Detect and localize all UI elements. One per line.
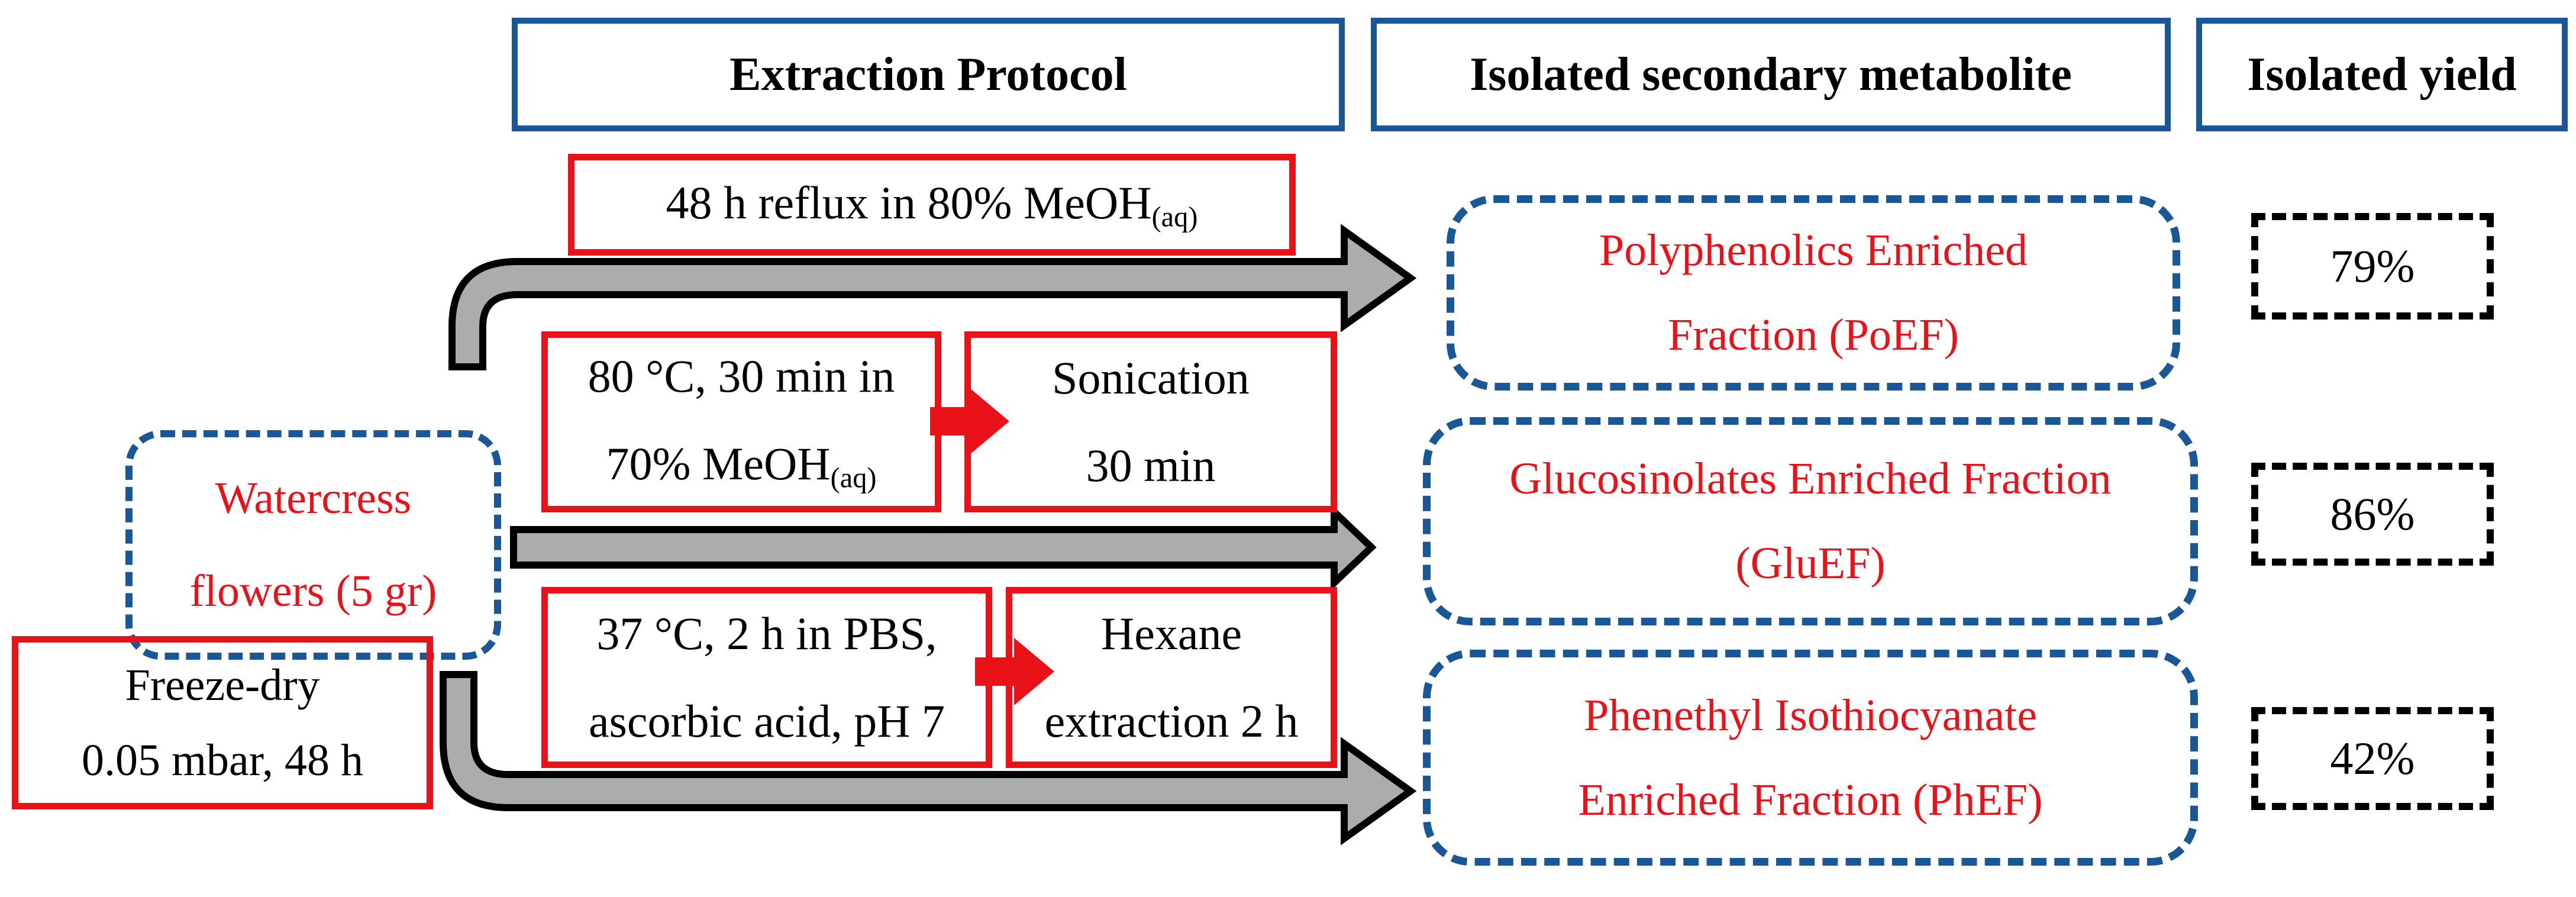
yield-phef-box: 42% bbox=[2251, 707, 2494, 810]
fraction-phef-box: Phenethyl Isothiocyanate Enriched Fracti… bbox=[1423, 650, 2198, 866]
fraction-phef-line2: Enriched Fraction (PhEF) bbox=[1578, 775, 2043, 825]
step-pbs-line2: ascorbic acid, pH 7 bbox=[588, 695, 945, 747]
flow-arrow-middle bbox=[510, 504, 1377, 591]
step-meoh-heat-line1: 80 °C, 30 min in bbox=[587, 350, 895, 402]
watercress-line2: flowers (5 gr) bbox=[189, 566, 437, 616]
step-hexane-box: Hexane extraction 2 h bbox=[1006, 587, 1337, 768]
fraction-gluef-line1: Glucosinolates Enriched Fraction bbox=[1509, 454, 2112, 504]
step-reflux-text: 48 h reflux in 80% MeOH(aq) bbox=[666, 176, 1198, 234]
fraction-poef-line2: Fraction (PoEF) bbox=[1668, 310, 1959, 360]
yield-gluef-box: 86% bbox=[2251, 463, 2494, 566]
yield-poef-value: 79% bbox=[2330, 240, 2415, 292]
fraction-poef-line1: Polyphenolics Enriched bbox=[1599, 225, 2028, 275]
header-isolated-metabolite: Isolated secondary metabolite bbox=[1371, 18, 2171, 131]
yield-gluef-value: 86% bbox=[2330, 488, 2415, 540]
step-pbs-box: 37 °C, 2 h in PBS, ascorbic acid, pH 7 bbox=[541, 587, 992, 768]
step-meoh-heat-line2: 70% MeOH(aq) bbox=[606, 437, 877, 495]
header-isolated-metabolite-label: Isolated secondary metabolite bbox=[1470, 48, 2072, 101]
header-extraction-protocol: Extraction Protocol bbox=[512, 18, 1345, 131]
step-sonication-box: Sonication 30 min bbox=[964, 331, 1337, 512]
fraction-gluef-line2: (GluEF) bbox=[1735, 538, 1886, 588]
yield-phef-value: 42% bbox=[2330, 733, 2415, 784]
step-hexane-line1: Hexane bbox=[1100, 608, 1242, 659]
step-sonication-line1: Sonication bbox=[1052, 352, 1250, 404]
step-reflux-subscript: (aq) bbox=[1151, 201, 1198, 233]
flow-arrow-bottom bbox=[440, 671, 1417, 846]
step-meoh-heat-box: 80 °C, 30 min in 70% MeOH(aq) bbox=[541, 331, 941, 512]
freeze-dry-line2: 0.05 mbar, 48 h bbox=[81, 735, 364, 785]
step-hexane-line2: extraction 2 h bbox=[1044, 695, 1299, 747]
step-meoh-heat-line2-main: 70% MeOH bbox=[606, 437, 831, 489]
step-sonication-line2: 30 min bbox=[1086, 440, 1216, 491]
yield-poef-box: 79% bbox=[2251, 213, 2494, 320]
header-extraction-protocol-label: Extraction Protocol bbox=[729, 48, 1127, 101]
header-isolated-yield-label: Isolated yield bbox=[2247, 48, 2517, 101]
step-meoh-heat-line2-subscript: (aq) bbox=[830, 462, 877, 494]
watercress-line1: Watercress bbox=[215, 473, 412, 523]
step-reflux-main: 48 h reflux in 80% MeOH bbox=[666, 176, 1152, 228]
watercress-flowers-box: Watercress flowers (5 gr) bbox=[125, 430, 501, 660]
step-pbs-line1: 37 °C, 2 h in PBS, bbox=[596, 608, 937, 659]
freeze-dry-line1: Freeze-dry bbox=[125, 660, 320, 710]
fraction-poef-box: Polyphenolics Enriched Fraction (PoEF) bbox=[1447, 195, 2180, 391]
header-isolated-yield: Isolated yield bbox=[2196, 18, 2568, 131]
step-reflux-box: 48 h reflux in 80% MeOH(aq) bbox=[568, 154, 1296, 256]
fraction-gluef-box: Glucosinolates Enriched Fraction (GluEF) bbox=[1423, 417, 2198, 625]
freeze-dry-box: Freeze-dry 0.05 mbar, 48 h bbox=[12, 636, 433, 809]
flow-arrow-top bbox=[448, 224, 1417, 370]
fraction-phef-line1: Phenethyl Isothiocyanate bbox=[1583, 690, 2038, 740]
